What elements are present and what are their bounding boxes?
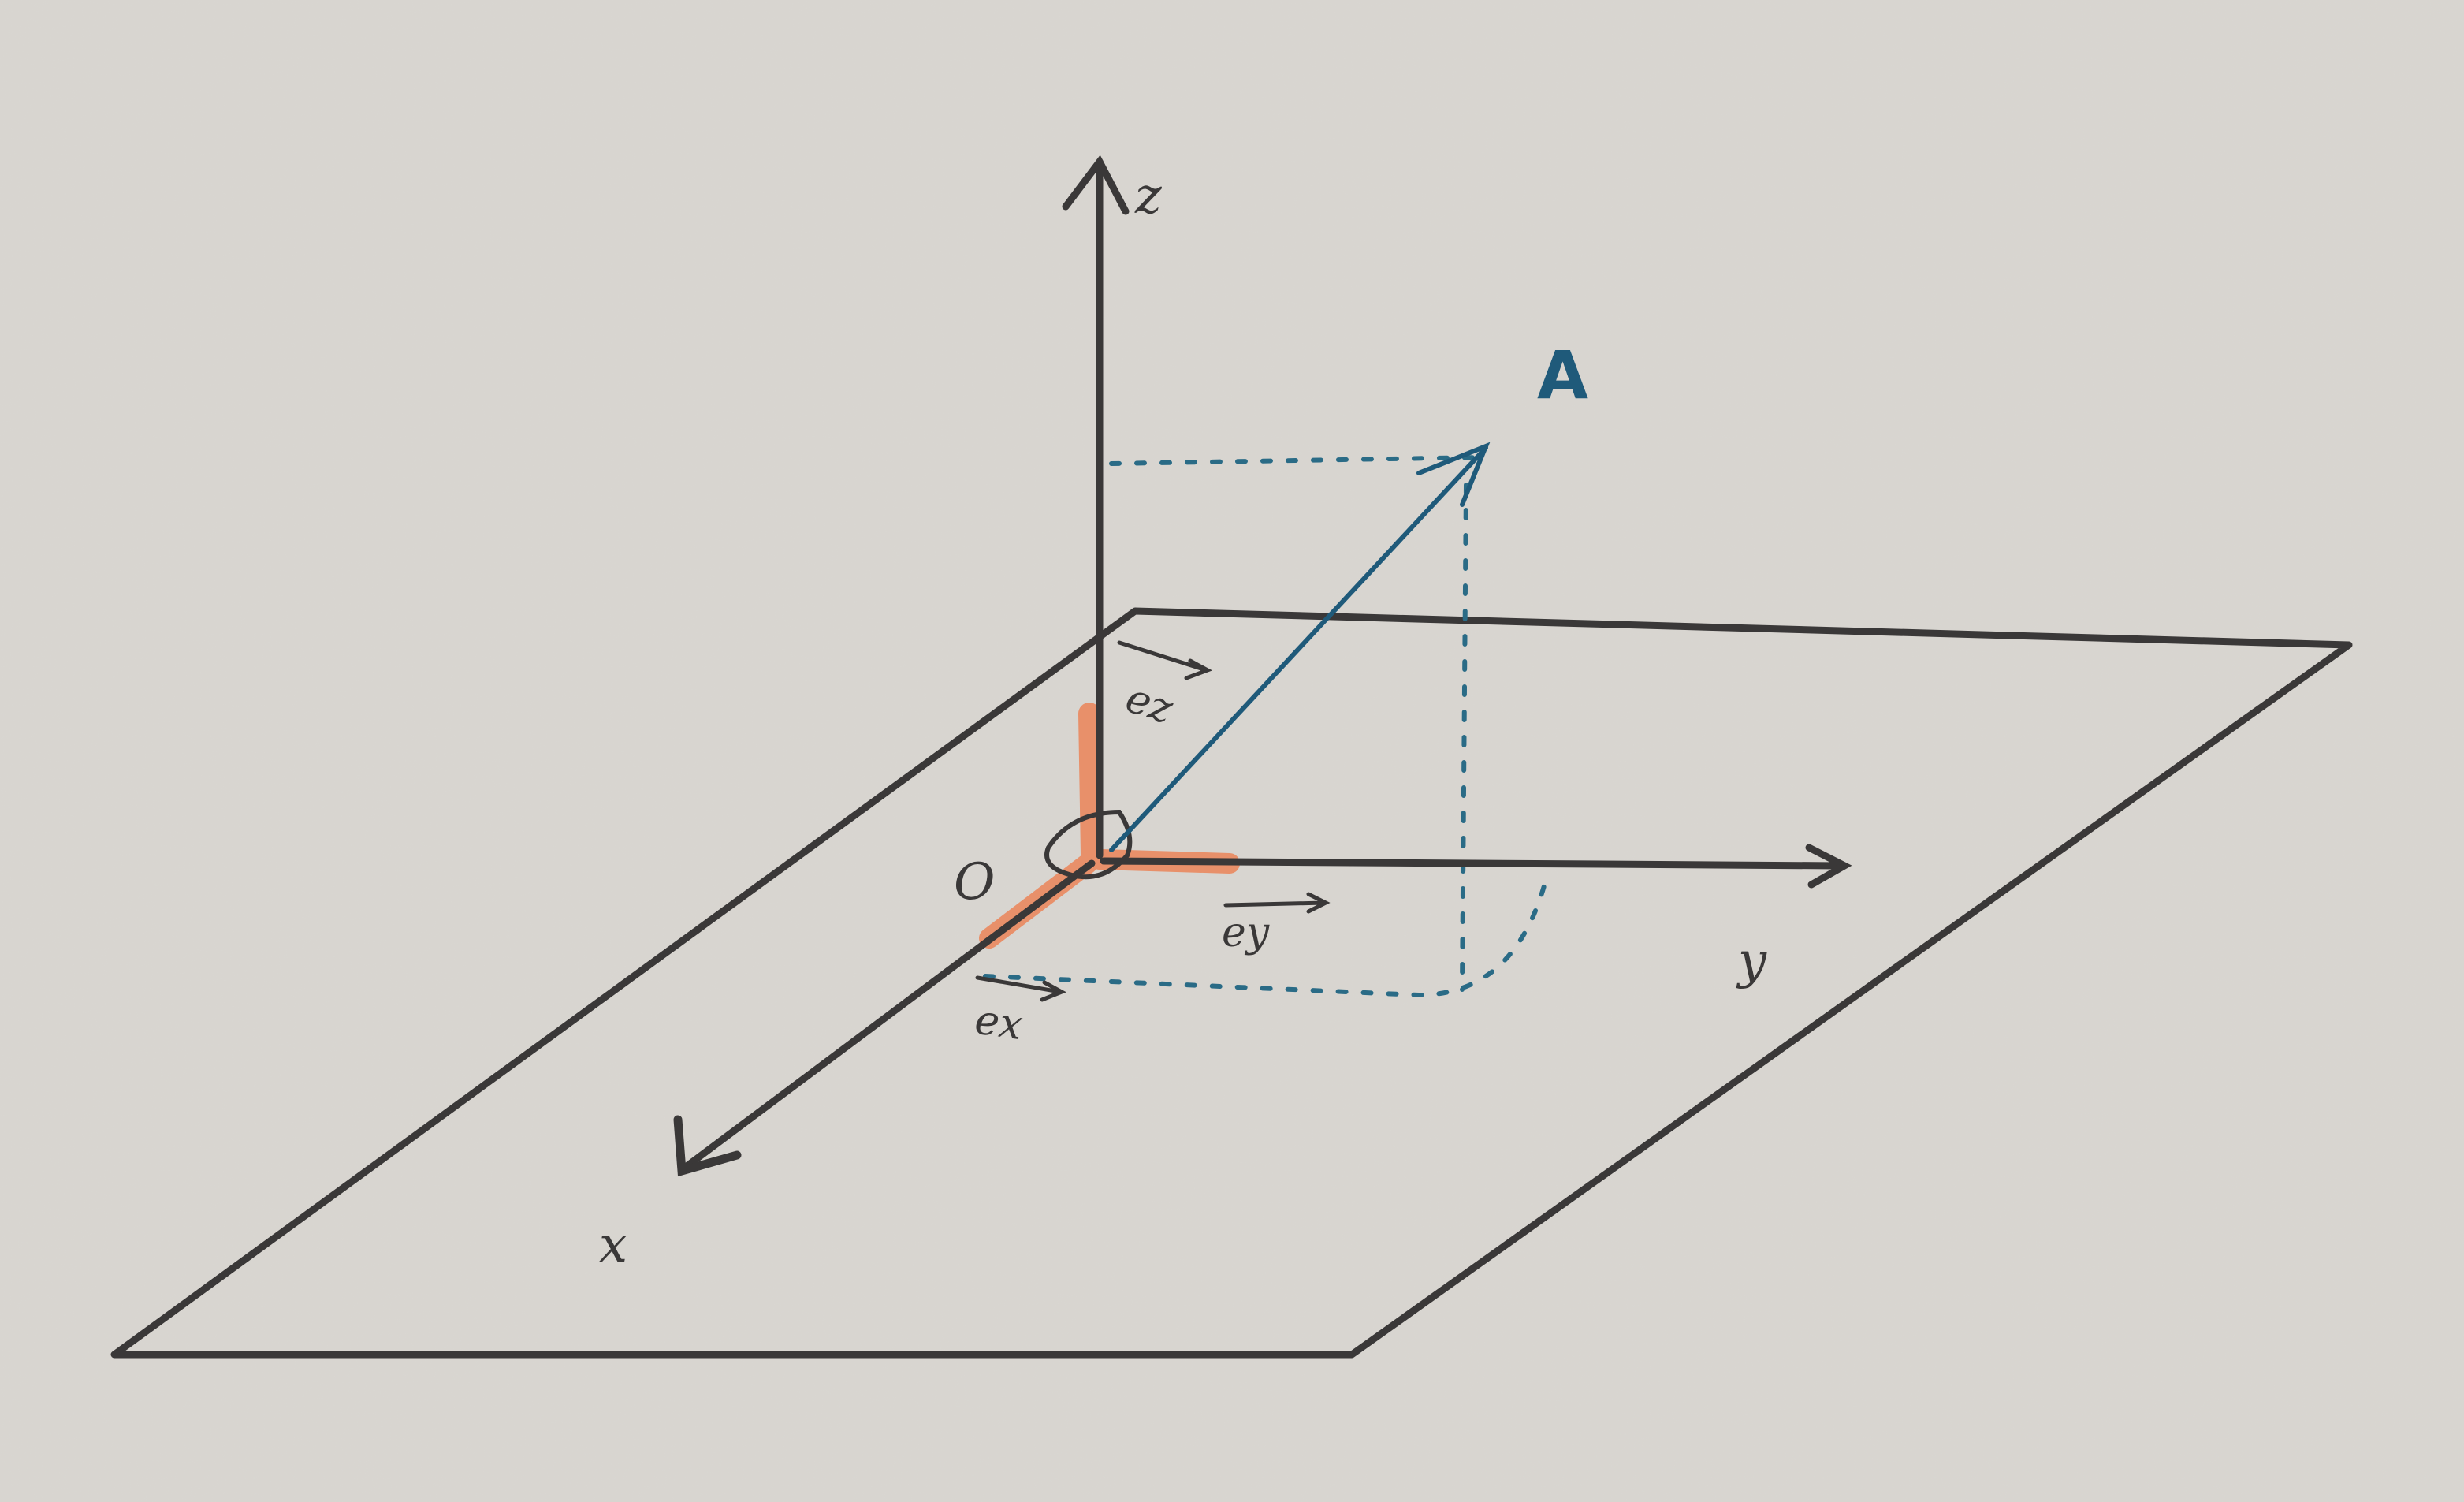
unit-overbars — [975, 640, 1331, 1002]
projection-z-level — [1109, 455, 1484, 466]
ey-label: ey — [1222, 909, 1270, 956]
axes — [673, 155, 1852, 1177]
x-axis-label: x — [599, 1216, 627, 1274]
ex-overbar-icon — [975, 975, 1066, 1002]
origin-marker — [1044, 809, 1133, 880]
ez-overbar-icon — [1117, 640, 1213, 680]
vector-oa — [1109, 445, 1488, 852]
z-arrowhead-icon — [1062, 155, 1130, 215]
z-axis-label: z — [1134, 167, 1163, 225]
ex-label: ex — [972, 996, 1025, 1049]
vector-oa-arrowhead-icon — [1416, 442, 1491, 507]
ez-unit-highlight — [1078, 703, 1103, 867]
x-axis — [682, 859, 1096, 1171]
x-arrowhead-icon — [673, 1115, 742, 1177]
ey-overbar-icon — [1223, 892, 1331, 914]
origin-label: O — [954, 853, 995, 911]
y-arrowhead-icon — [1805, 844, 1852, 889]
projection-vertical — [1460, 483, 1468, 992]
xy-plane — [110, 607, 2353, 1359]
point-a-label: A — [1537, 337, 1588, 414]
projection-lines — [983, 455, 1547, 998]
y-axis — [1100, 857, 1844, 870]
projection-base-curve — [983, 881, 1547, 998]
y-axis-label: y — [1736, 932, 1767, 990]
